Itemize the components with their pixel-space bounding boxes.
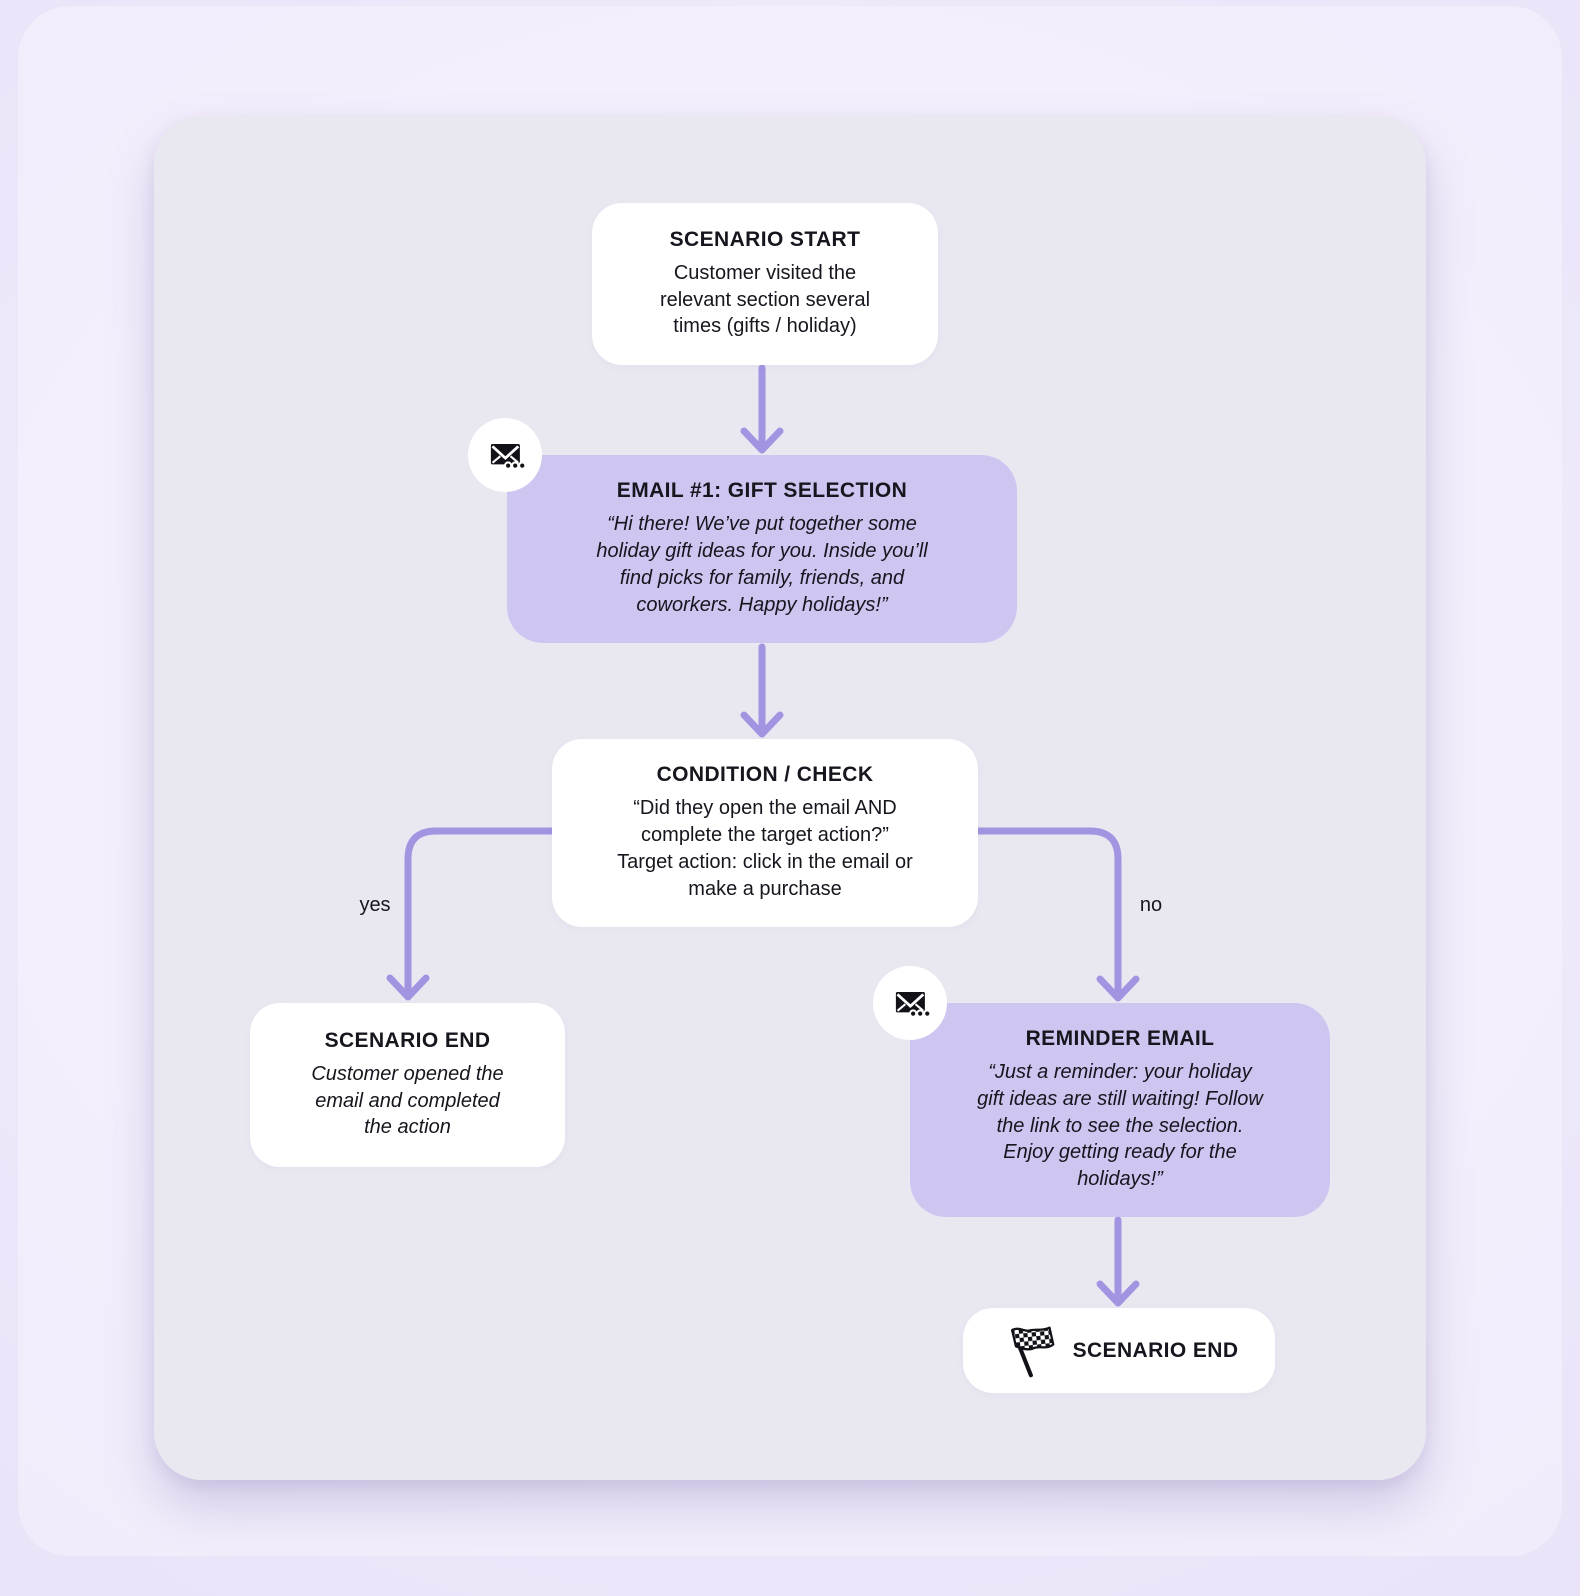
email-icon-badge (873, 966, 947, 1040)
reminder-email-body: “Just a reminder: your holiday gift idea… (977, 1061, 1263, 1191)
connector-reminder-to-end (1096, 1216, 1140, 1307)
scenario-end-yes-title: SCENARIO END (324, 1028, 491, 1052)
node-scenario-end-final: SCENARIO END (963, 1308, 1275, 1393)
branch-label-yes: yes (359, 894, 391, 916)
node-reminder-email: REMINDER EMAIL “Just a reminder: your ho… (910, 1003, 1330, 1217)
reminder-email-title: REMINDER EMAIL (1025, 1027, 1215, 1050)
email-icon (490, 444, 527, 470)
connector-condition-no-branch (974, 827, 1140, 1002)
connector-email-to-condition (740, 643, 784, 738)
email-1-title: EMAIL #1: GIFT SELECTION (616, 479, 908, 503)
node-condition-check: CONDITION / CHECK “Did they open the ema… (552, 739, 978, 927)
scenario-end-yes-body: Customer opened the email and completed … (311, 1062, 504, 1139)
condition-title: CONDITION / CHECK (656, 763, 874, 787)
scenario-start-title: SCENARIO START (669, 227, 861, 251)
node-scenario-start: SCENARIO START Customer visited the rele… (592, 203, 938, 365)
branch-label-no: no (1139, 894, 1163, 916)
scenario-start-body: Customer visited the relevant section se… (659, 261, 871, 338)
connector-condition-yes-branch (386, 827, 556, 1001)
email-icon-badge (468, 418, 542, 492)
checkered-flag-icon (1010, 1326, 1054, 1377)
node-email-1: EMAIL #1: GIFT SELECTION “Hi there! We’v… (507, 455, 1017, 643)
condition-body: “Did they open the email AND complete th… (617, 797, 913, 900)
node-scenario-end-yes: SCENARIO END Customer opened the email a… (250, 1003, 565, 1167)
email-1-body: “Hi there! We’ve put together some holid… (596, 513, 928, 616)
connector-start-to-email (740, 364, 784, 454)
email-icon (895, 992, 932, 1018)
scenario-end-final-title: SCENARIO END (1072, 1338, 1239, 1362)
